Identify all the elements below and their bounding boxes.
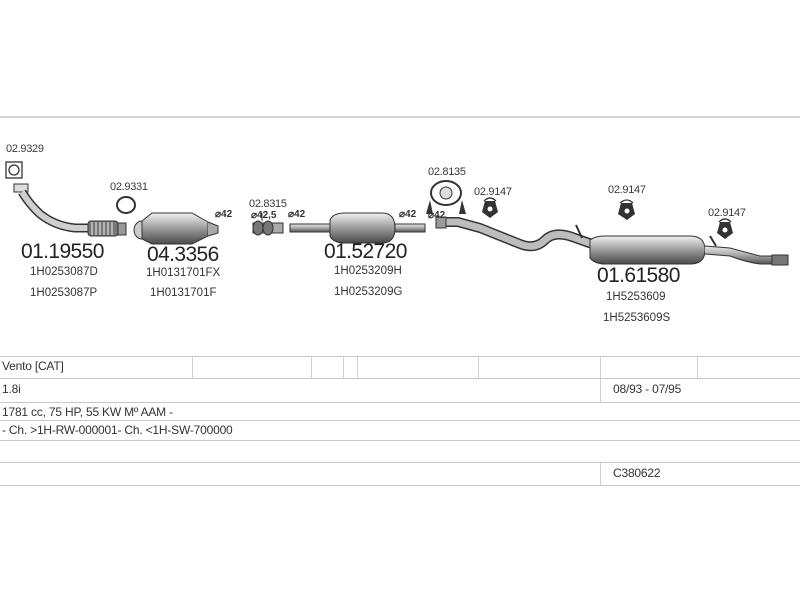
front-pipe-shape	[13, 183, 127, 237]
callout-ring: 02.9331	[110, 181, 148, 193]
oem-reference: 1H0131701F	[150, 287, 217, 299]
rear-silencer-shape	[435, 216, 789, 266]
callout-hanger-2: 02.9147	[608, 184, 646, 196]
engine-spec: 1781 cc, 75 HP, 55 KW Mº AAM -	[2, 405, 173, 419]
part-number: 01.52720	[324, 240, 407, 263]
callout-hanger-3: 02.9147	[708, 207, 746, 219]
diameter-label: ⌀42	[288, 209, 306, 220]
oem-reference: 1H0253209G	[334, 286, 403, 298]
engine-type: 1.8i	[2, 382, 21, 396]
production-years: 08/93 - 07/95	[613, 382, 682, 396]
callout-clamp-1: 02.8315	[249, 198, 287, 210]
oem-reference: 1H0253209H	[334, 265, 402, 277]
oem-reference: 1H0131701FX	[146, 267, 221, 279]
catalog-code: C380622	[613, 466, 661, 480]
part-number: 01.19550	[21, 240, 104, 263]
ring-gasket-icon	[116, 196, 136, 214]
rubber-hanger-icon	[482, 197, 498, 218]
callout-hanger-1: 02.9147	[474, 186, 512, 198]
exhaust-clamp-icon	[426, 180, 466, 214]
catalytic-converter-shape	[133, 212, 219, 245]
vehicle-model: Vento [CAT]	[2, 359, 64, 373]
intermediate-pipe-shape	[252, 213, 284, 236]
diameter-label: ⌀42	[428, 210, 446, 221]
callout-clamp-2: 02.8135	[428, 166, 466, 178]
oem-reference: 1H0253087P	[30, 287, 98, 299]
gasket-icon	[5, 161, 23, 179]
part-number: 04.3356	[147, 243, 219, 266]
part-number: 01.61580	[597, 264, 680, 287]
oem-reference: 1H5253609S	[603, 312, 671, 324]
rubber-hanger-icon	[717, 218, 733, 239]
rubber-hanger-icon	[618, 199, 635, 220]
oem-reference: 1H5253609	[606, 291, 666, 303]
oem-reference: 1H0253087D	[30, 266, 98, 278]
diameter-label: ⌀42	[399, 209, 417, 220]
diameter-label: ⌀42,5	[251, 210, 277, 221]
middle-silencer-shape	[289, 212, 426, 244]
chassis-range: - Ch. >1H-RW-000001- Ch. <1H-SW-700000	[2, 423, 233, 437]
callout-gasket: 02.9329	[6, 143, 44, 155]
diameter-label: ⌀42	[215, 209, 233, 220]
